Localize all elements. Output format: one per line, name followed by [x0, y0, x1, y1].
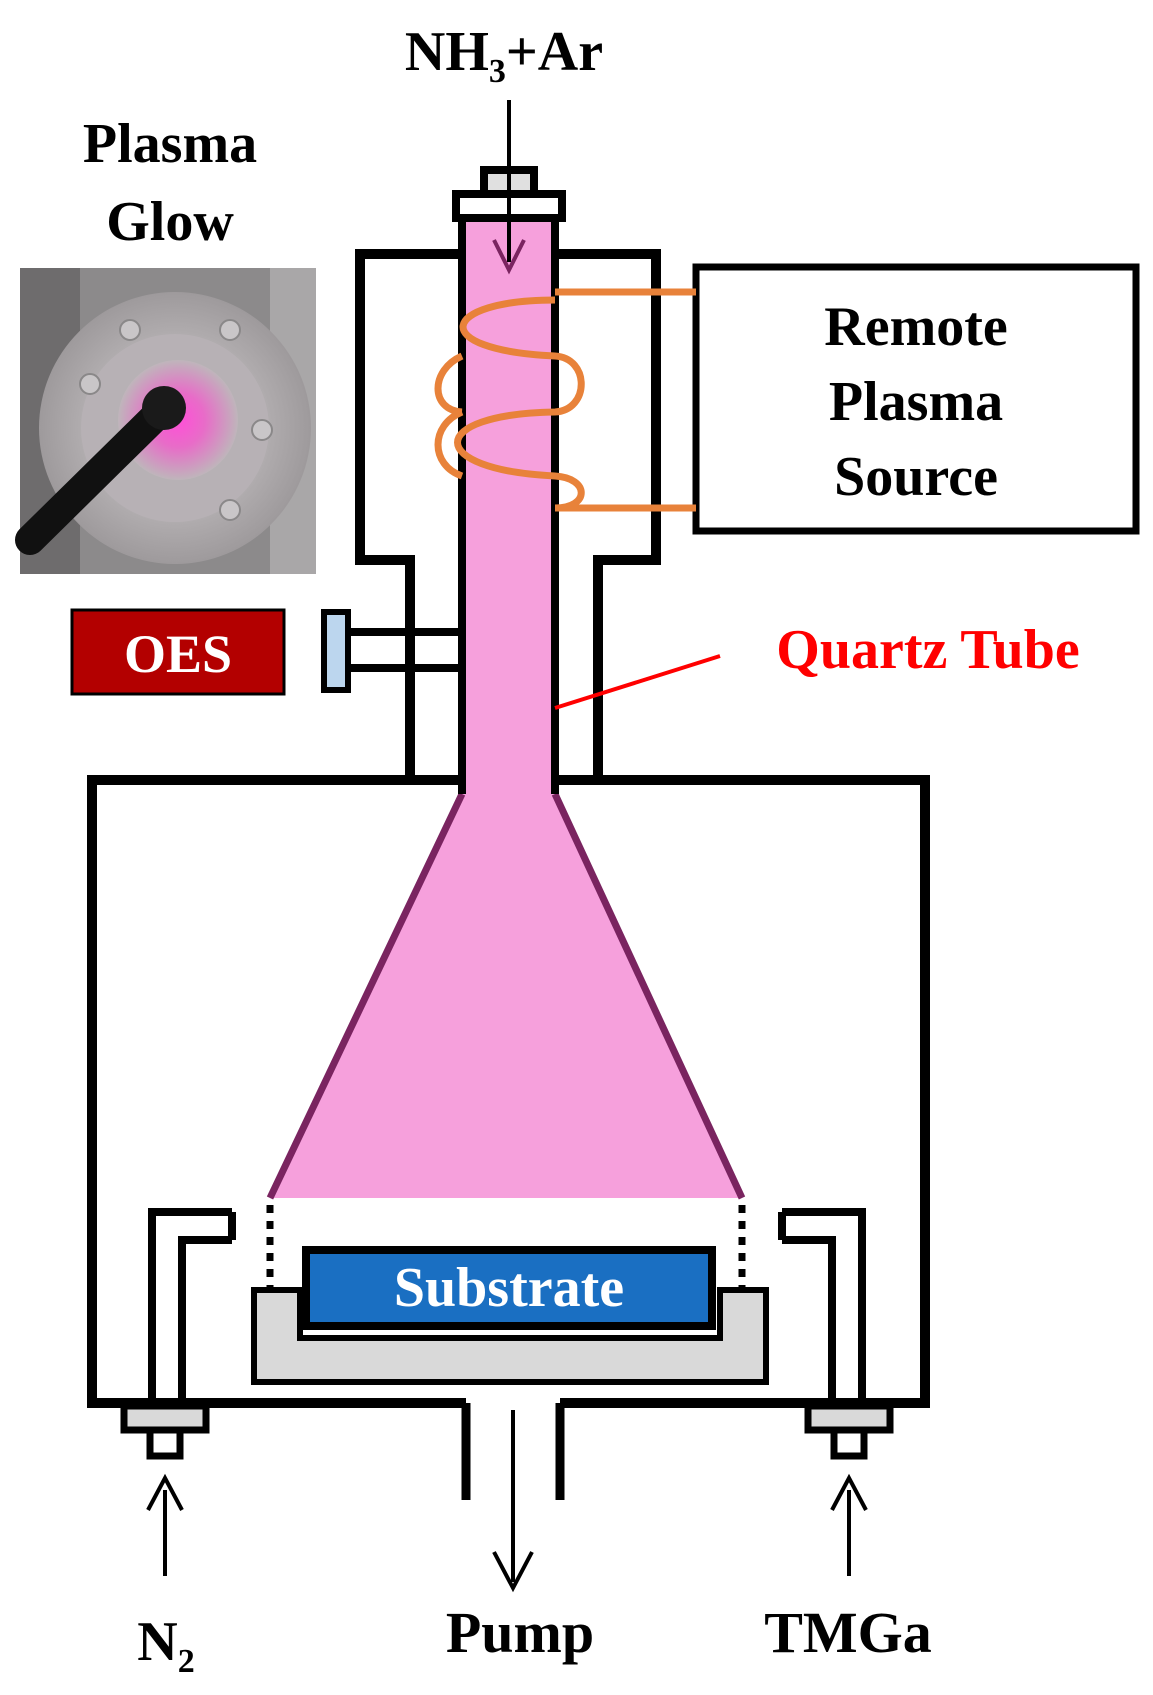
- n2-gas-line: [148, 1208, 232, 1403]
- tmga-arrow-head: [830, 1473, 868, 1511]
- oes-box: [70, 608, 286, 696]
- pump-outlet: [461, 1403, 565, 1500]
- remote-plasma-source-line2: Plasma: [829, 371, 1003, 433]
- substrate-box: [302, 1246, 716, 1330]
- quartz-tube-label: Quartz Tube: [776, 619, 1079, 681]
- n2-flange: [120, 1402, 210, 1434]
- pump-arrow-head: [492, 1551, 534, 1593]
- substrate-label: Substrate: [394, 1257, 624, 1319]
- remote-plasma-source-box: [692, 263, 1140, 535]
- remote-plasma-source-line3: Source: [834, 446, 998, 508]
- quartz-tube-pointer: [554, 654, 721, 710]
- gas-inlet-top-label: NH3+Ar: [405, 21, 603, 90]
- tmga-flange: [804, 1402, 894, 1434]
- remote-plasma-source-line1: Remote: [824, 296, 1007, 358]
- pump-outlet-gap: [466, 1398, 560, 1412]
- n2-arrow-head: [146, 1473, 184, 1511]
- top-arrow-head: [492, 239, 526, 275]
- upper-housing: [355, 249, 462, 785]
- n2-label: N2: [137, 1611, 194, 1680]
- plasma-cone-edge: [266, 792, 746, 1200]
- rf-coil: [434, 288, 696, 512]
- oes-viewport-window: [321, 609, 351, 693]
- oes-port: [348, 628, 462, 672]
- tmga-gas-line: [782, 1208, 866, 1403]
- plasma-glow-label-line1: Plasma: [83, 113, 257, 175]
- tmga-fitting: [830, 1426, 868, 1460]
- pump-label: Pump: [446, 1600, 594, 1665]
- upper-housing-right: [555, 249, 661, 785]
- tmga-label: TMGa: [764, 1600, 932, 1665]
- substrate-holder: [251, 1287, 769, 1385]
- oes-label: OES: [124, 624, 232, 684]
- plasma-glow-label-line2: Glow: [106, 191, 234, 253]
- plasma-glow-photo: [15, 268, 316, 574]
- n2-fitting: [146, 1426, 184, 1460]
